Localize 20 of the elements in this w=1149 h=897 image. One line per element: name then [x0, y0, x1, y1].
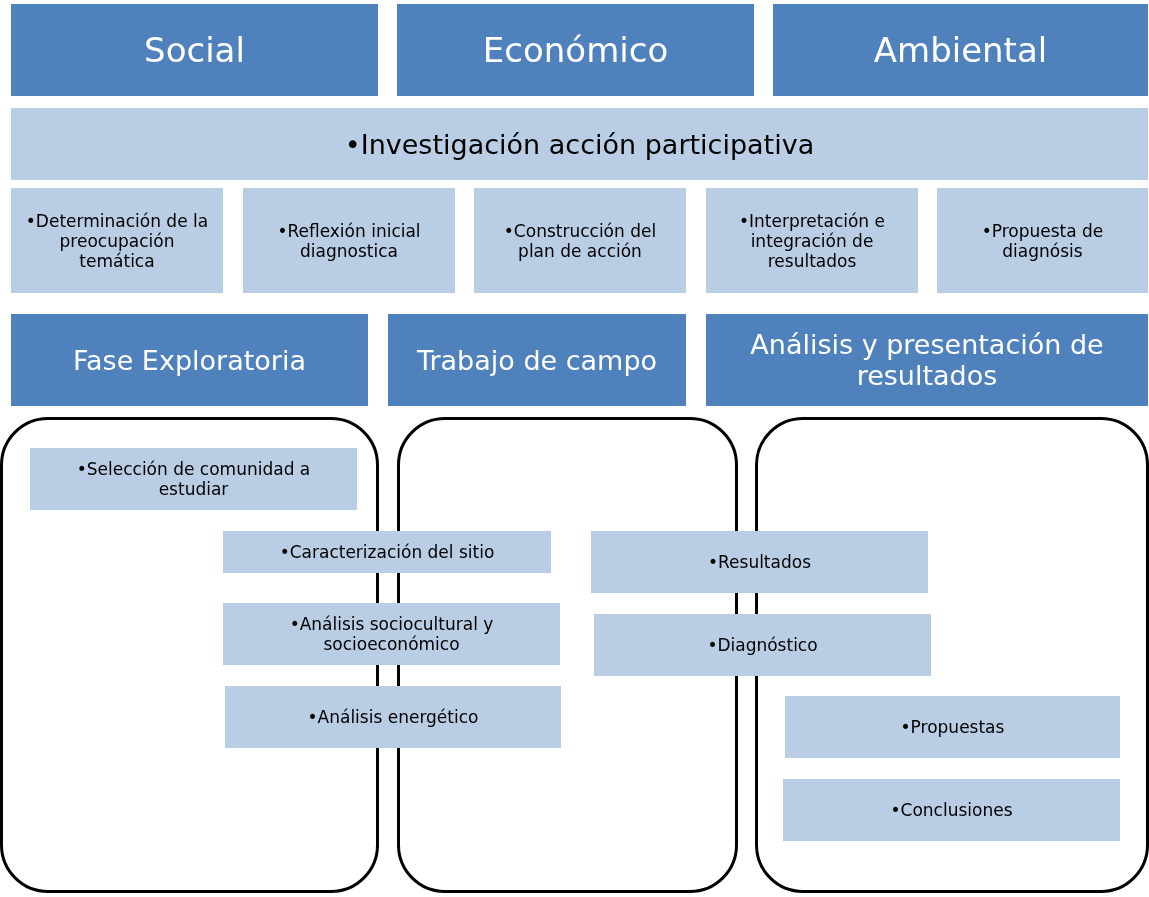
heading-bar: Fase Exploratoria: [11, 314, 368, 406]
text-box: •Construcción del plan de acción: [474, 188, 686, 293]
text-box: •Propuestas: [785, 696, 1120, 758]
text-box: •Conclusiones: [783, 779, 1120, 841]
text-box: •Resultados: [591, 531, 928, 593]
text-box: •Reflexión inicial diagnostica: [243, 188, 455, 293]
text-box: •Interpretación e integración de resultados: [706, 188, 918, 293]
text-box: •Caracterización del sitio: [223, 531, 551, 573]
text-box: •Análisis sociocultural y socioeconómico: [223, 603, 560, 665]
text-box: •Propuesta de diagnósis: [937, 188, 1148, 293]
heading-bar: Social: [11, 4, 378, 96]
text-box: •Análisis energético: [225, 686, 561, 748]
heading-bar: Análisis y presentación de resultados: [706, 314, 1148, 406]
text-box: •Determinación de la preocupación temática: [11, 188, 223, 293]
heading-bar: Trabajo de campo: [388, 314, 686, 406]
text-box: •Selección de comunidad a estudiar: [30, 448, 357, 510]
heading-bar: Económico: [397, 4, 754, 96]
heading-bar: Ambiental: [773, 4, 1148, 96]
text-box: •Diagnóstico: [594, 614, 931, 676]
text-box: •Investigación acción participativa: [11, 108, 1148, 180]
